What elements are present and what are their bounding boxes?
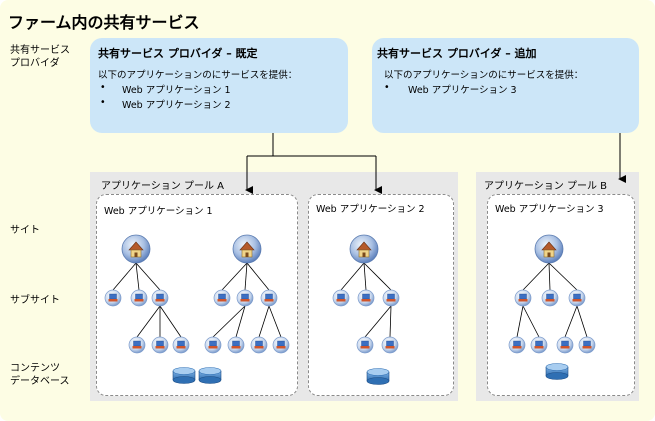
ssp-add-title: 共有サービス プロバイダ – 追加 [377,47,537,60]
web-app-1-label: Web アプリケーション 1 [104,206,213,217]
web-app-3-label: Web アプリケーション 3 [495,204,604,215]
ssp-add-intro: 以下のアプリケーションのにサービスを提供： [384,70,584,81]
tree-edge [340,262,365,291]
tree-edge [389,305,392,338]
page-node-icon [514,289,532,307]
row-label-ssp-line2: プロバイダ [10,58,60,69]
tree-edge [576,305,588,338]
tree-edge [522,305,540,338]
row-label-subsite: サブサイト [10,295,60,306]
web-app-2 [308,194,454,396]
ssp-default-bullet: • [100,97,106,108]
tree-edge [268,305,282,338]
tree-edge [221,262,248,291]
row-label-content-db-line1: コンテンツ [10,363,60,374]
database-icon [366,368,390,385]
diagram-title: ファーム内の共有サービス [8,13,200,32]
page-node-icon [130,289,148,307]
tree-edge [548,262,551,291]
tree-edge [548,262,578,291]
database-icon [545,363,569,380]
database-icon [172,367,196,384]
row-label-ssp-line1: 共有サービス [10,45,70,56]
ssp-default-box: 共有サービス プロバイダ – 既定 以下のアプリケーションのにサービスを提供： … [90,38,348,133]
page-node-icon [508,336,526,354]
page-node-icon [172,336,190,354]
page-node-icon [104,289,122,307]
web-app-3 [487,194,635,396]
page-node-icon [260,289,278,307]
tree-edge [244,262,248,291]
database-icon [198,367,222,384]
page-node-icon [357,289,375,307]
tree-edge [363,262,392,291]
app-pool-a-label: アプリケーション プール A [101,181,224,192]
tree-edge [135,262,140,291]
page-node-icon [568,289,586,307]
page-node-icon [213,289,231,307]
tree-edge [136,305,161,338]
web-app-1 [96,194,298,396]
ssp-default-intro: 以下のアプリケーションのにサービスを提供： [98,70,298,81]
ssp-add-bullet: • [384,82,390,93]
app-pool-b-label: アプリケーション プール B [484,181,608,192]
tree-edge [212,305,246,338]
ssp-default-item: Web アプリケーション 1 [122,85,231,96]
page-node-icon [382,289,400,307]
tree-edge [363,262,367,291]
page-node-icon [236,289,254,307]
page-node-icon [541,289,559,307]
house-globe-icon [534,234,564,264]
row-label-site: サイト [10,225,40,236]
page-node-icon [381,336,399,354]
page-node-icon [530,336,548,354]
web-app-2-label: Web アプリケーション 2 [316,204,425,215]
page-node-icon [227,336,245,354]
content-databases [172,363,569,385]
page-node-icon [356,336,374,354]
page-node-icon [578,336,596,354]
page-node-icon [272,336,290,354]
ssp-default-bullet: • [100,82,106,93]
ssp-default-title: 共有サービス プロバイダ – 既定 [98,47,258,60]
tree-edge [564,305,578,338]
page-node-icon [151,336,169,354]
page-node-icon [250,336,268,354]
page-node-icon [204,336,222,354]
page-node-icon [128,336,146,354]
tree-edge [246,262,270,291]
page-node-icon [332,289,350,307]
connector-lines [245,133,626,194]
tree-edge [258,305,270,338]
page-node-icon [151,289,169,307]
house-globe-icon [232,234,262,264]
house-globe-icon [121,234,151,264]
ssp-add-item: Web アプリケーション 3 [408,85,517,96]
tree-edge [135,262,161,291]
row-label-content-db-line2: データベース [10,376,70,387]
ssp-default-item: Web アプリケーション 2 [122,100,231,111]
tree-edge [159,305,182,338]
tree-edge [364,305,392,338]
tree-edge [522,262,550,291]
site-trees [104,234,596,354]
page-node-icon [556,336,574,354]
tree-edge [516,305,524,338]
ssp-add-box: 共有サービス プロバイダ – 追加 以下のアプリケーションのにサービスを提供： … [372,38,639,133]
tree-edge [235,305,246,338]
tree-edge [112,262,137,291]
house-globe-icon [349,234,379,264]
